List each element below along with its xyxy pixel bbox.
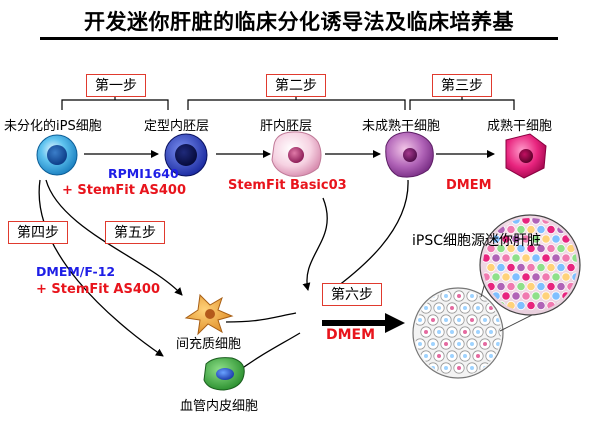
arrow-to-mini-liver <box>322 313 405 333</box>
mature-liver-cell <box>505 133 547 179</box>
arrow-hepatic-to-step6 <box>302 197 328 291</box>
mature-liver-label: 成熟干细胞 <box>487 119 553 134</box>
step4-label: 第四步 <box>8 221 68 244</box>
dmem-label-2: DMEM <box>326 327 376 343</box>
immature-liver-label: 未成熟干细胞 <box>362 119 441 134</box>
rpmi-medium-label: RPMI1640 <box>108 166 179 181</box>
mesenchymal-label: 间充质细胞 <box>176 337 242 352</box>
page-title: 开发迷你肝脏的临床分化诱导法及临床培养基 <box>84 10 514 34</box>
step6-label: 第六步 <box>322 283 382 306</box>
step1-label: 第一步 <box>86 74 146 97</box>
step-brackets <box>61 95 515 110</box>
hepatic-endoderm-label: 肝内胚层 <box>260 119 313 134</box>
step2-label: 第二步 <box>266 74 326 97</box>
stemfit-as400-label-2: + StemFit AS400 <box>36 282 160 297</box>
mini-liver-magnified <box>479 214 581 316</box>
ips-cell <box>36 134 78 176</box>
step3-label: 第三步 <box>432 74 492 97</box>
title-underline <box>40 37 558 40</box>
endoderm-cell <box>164 133 208 177</box>
mesenchymal-merge-line <box>225 312 297 323</box>
ips-cell-label: 未分化的iPS细胞 <box>4 119 102 134</box>
endothelial-label: 血管内皮细胞 <box>180 399 259 414</box>
arrow-ips-to-endothelial <box>38 179 164 357</box>
dmem-f12-label: DMEM/F-12 <box>36 264 116 279</box>
stemfit-as400-label-1: + StemFit AS400 <box>62 183 186 198</box>
endothelial-merge-line <box>236 332 301 373</box>
mini-liver-label: iPSC细胞源迷你肝脏 <box>412 233 541 249</box>
arrow-immature-to-step6 <box>329 179 409 293</box>
step5-label: 第五步 <box>105 221 165 244</box>
mesenchymal-cell-shape <box>184 293 234 336</box>
endoderm-label: 定型内胚层 <box>144 119 210 134</box>
endothelial-cell-shape <box>203 357 245 391</box>
stemfit-basic03-label: StemFit Basic03 <box>228 178 347 193</box>
hepatic-endoderm-cell <box>271 131 322 177</box>
immature-liver-cell <box>385 131 434 178</box>
mini-liver-dish <box>412 228 563 379</box>
dmem-label-1: DMEM <box>446 178 492 193</box>
